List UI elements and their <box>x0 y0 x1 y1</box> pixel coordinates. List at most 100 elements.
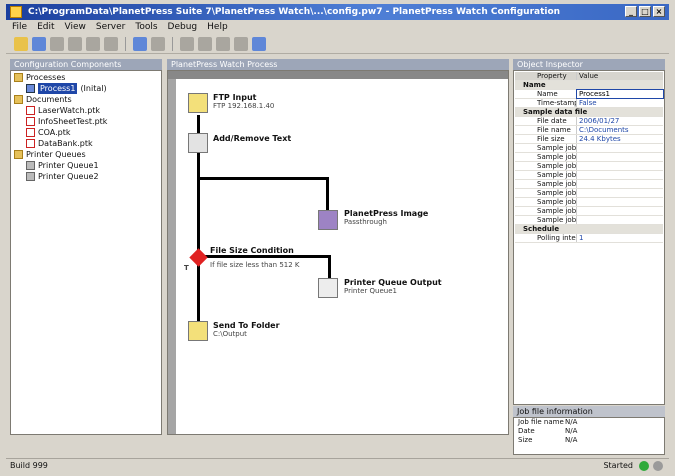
property-row[interactable]: Time-stamped logFalse <box>515 99 663 108</box>
property-value[interactable] <box>577 207 663 215</box>
property-value[interactable] <box>577 162 663 170</box>
property-row[interactable]: Sample job info 5 <box>515 180 663 189</box>
file-size-condition-label: File Size Condition <box>210 246 294 255</box>
property-group[interactable]: Name <box>515 81 663 90</box>
ftp-input-node[interactable] <box>188 93 208 113</box>
add-remove-text-node[interactable] <box>188 133 208 153</box>
job-info-value: N/A <box>565 427 578 435</box>
open-icon[interactable] <box>32 36 46 51</box>
window-title-bar: C:\ProgramData\PlanetPress Suite 7\Plane… <box>6 4 669 20</box>
property-row[interactable]: Sample job info 6 <box>515 189 663 198</box>
property-value[interactable]: False <box>579 99 597 107</box>
menu-edit[interactable]: Edit <box>37 22 55 32</box>
tree-item[interactable]: Printer Queue2 <box>14 171 158 182</box>
property-row[interactable]: Sample job info 9 <box>515 216 663 225</box>
status-build: Build 999 <box>10 461 48 470</box>
menu-file[interactable]: File <box>12 22 28 32</box>
property-row[interactable]: Sample job info 8 <box>515 207 663 216</box>
job-info-name: Job file name <box>518 418 564 426</box>
cut-icon[interactable] <box>68 36 82 51</box>
property-row[interactable]: Sample job info 7 <box>515 198 663 207</box>
property-value[interactable] <box>577 144 663 152</box>
property-group-title: Sample data file <box>523 108 588 116</box>
property-row[interactable]: Sample job info 1 <box>515 144 663 153</box>
menu-view[interactable]: View <box>64 22 86 32</box>
tree-item[interactable]: COA.ptk <box>14 127 158 138</box>
tree-item-label: COA.ptk <box>38 128 71 137</box>
ftp-input-sub: FTP 192.168.1.40 <box>213 102 275 110</box>
property-row[interactable]: Sample job info 4 <box>515 171 663 180</box>
new-icon[interactable] <box>14 36 28 51</box>
app-icon <box>10 6 22 18</box>
minimize-button[interactable]: _ <box>625 6 637 17</box>
close-button[interactable]: × <box>653 6 665 17</box>
property-value[interactable]: Process1 <box>576 89 664 99</box>
property-value[interactable] <box>577 171 663 179</box>
printer-queue-output-label: Printer Queue Output <box>344 278 442 287</box>
property-value[interactable]: 1 <box>579 234 584 242</box>
service-stop-icon[interactable] <box>653 461 663 471</box>
tree-item[interactable]: LaserWatch.ptk <box>14 105 158 116</box>
step-icon[interactable] <box>198 36 212 51</box>
play-icon[interactable] <box>180 36 194 51</box>
property-value[interactable] <box>577 216 663 224</box>
property-group[interactable]: Schedule <box>515 225 663 234</box>
vertical-ruler <box>168 79 176 434</box>
menu-help[interactable]: Help <box>207 22 228 32</box>
property-name: Sample job info 3 <box>515 162 577 170</box>
status-bar: Build 999 Started <box>6 458 669 472</box>
property-value[interactable]: C:\Documents <box>579 126 629 134</box>
send-config-icon[interactable] <box>252 36 266 51</box>
save-icon[interactable] <box>50 36 64 51</box>
service-running-icon[interactable] <box>639 461 649 471</box>
redo-icon[interactable] <box>151 36 165 51</box>
property-value[interactable] <box>577 153 663 161</box>
main-flow-wire <box>197 115 200 325</box>
tree-item[interactable]: DataBank.ptk <box>14 138 158 149</box>
menu-tools[interactable]: Tools <box>135 22 158 32</box>
process-canvas[interactable]: FTP Input FTP 192.168.1.40 Add/Remove Te… <box>167 70 509 435</box>
undo-icon[interactable] <box>133 36 147 51</box>
tree-item[interactable]: Process1(Inital) <box>14 83 158 94</box>
right-panel-header: Object Inspector <box>513 59 665 70</box>
menu-debug[interactable]: Debug <box>167 22 198 32</box>
maximize-button[interactable]: □ <box>639 6 651 17</box>
property-group[interactable]: Sample data file <box>515 108 663 117</box>
menu-server[interactable]: Server <box>95 22 126 32</box>
branch-wire-ppi-horizontal <box>197 177 328 180</box>
tree-item-label: Printer Queue1 <box>38 161 99 170</box>
property-row[interactable]: Sample job info 2 <box>515 153 663 162</box>
property-value[interactable] <box>577 180 663 188</box>
tree-item[interactable]: Processes <box>14 72 158 83</box>
tree-item[interactable]: Printer Queues <box>14 149 158 160</box>
folder-icon <box>14 95 23 104</box>
printer-queue-output-node[interactable] <box>318 278 338 298</box>
property-value[interactable]: 24.4 Kbytes <box>579 135 621 143</box>
property-row[interactable]: Polling interval (s)1 <box>515 234 663 243</box>
property-value[interactable] <box>577 198 663 206</box>
property-group-title: Name <box>523 81 546 89</box>
branch-wire-printer-horizontal <box>197 255 331 258</box>
condition-diamond-icon[interactable] <box>189 248 208 267</box>
property-value[interactable] <box>577 189 663 197</box>
debug-icon[interactable] <box>234 36 248 51</box>
paste-icon[interactable] <box>104 36 118 51</box>
property-value[interactable]: 2006/01/27 <box>579 117 620 125</box>
send-to-folder-node[interactable] <box>188 321 208 341</box>
tree-item[interactable]: Documents <box>14 94 158 105</box>
property-row[interactable]: Sample job info 3 <box>515 162 663 171</box>
tree-item-label: Printer Queue2 <box>38 172 99 181</box>
planetpress-image-node[interactable] <box>318 210 338 230</box>
tree-item-label: Printer Queues <box>26 150 86 159</box>
copy-icon[interactable] <box>86 36 100 51</box>
tree-item[interactable]: InfoSheetTest.ptk <box>14 116 158 127</box>
tree-item[interactable]: Printer Queue1 <box>14 160 158 171</box>
stop-icon[interactable] <box>216 36 230 51</box>
